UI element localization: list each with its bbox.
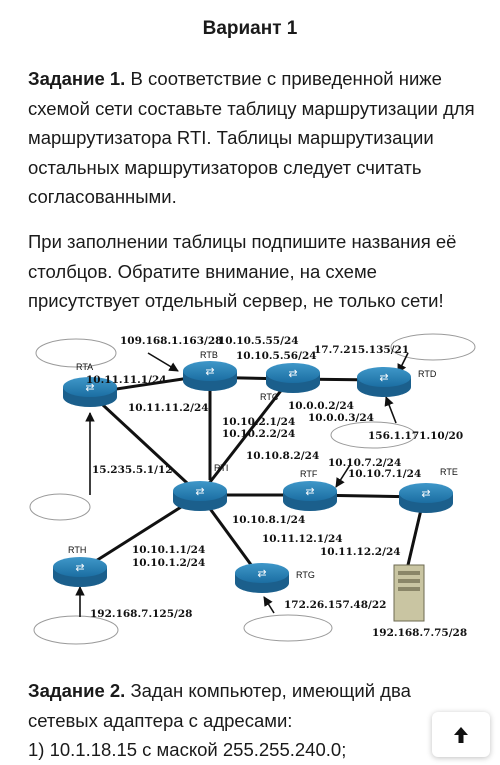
network-cloud bbox=[33, 615, 119, 645]
address-label: 10.10.2.1/24 bbox=[222, 416, 295, 428]
svg-text:⇄: ⇄ bbox=[75, 561, 84, 574]
rti-label: RTI bbox=[214, 463, 228, 473]
address-label: 10.0.0.2/24 bbox=[288, 400, 354, 412]
address-label: 10.0.0.3/24 bbox=[308, 412, 374, 424]
router-rtd: ⇄ bbox=[357, 367, 411, 397]
address-label: 10.10.7.1/24 bbox=[348, 468, 421, 480]
svg-text:⇄: ⇄ bbox=[257, 567, 266, 580]
link-rtf-rte-arrow bbox=[335, 464, 351, 488]
address-label: 17.7.215.135/21 bbox=[314, 344, 409, 356]
svg-text:⇄: ⇄ bbox=[288, 367, 297, 380]
rth-label: RTH bbox=[68, 545, 86, 555]
network-cloud bbox=[330, 421, 416, 449]
router-rta: ⇄ bbox=[63, 377, 117, 407]
address-label: 10.10.2.2/24 bbox=[222, 428, 295, 440]
server-icon bbox=[393, 564, 425, 622]
address-label: 192.168.7.125/28 bbox=[90, 608, 192, 620]
svg-text:⇄: ⇄ bbox=[305, 485, 314, 498]
task2-paragraph: Задание 2. Задан компьютер, имеющий два … bbox=[28, 676, 480, 765]
link-rtb-cloud bbox=[147, 352, 179, 372]
svg-text:⇄: ⇄ bbox=[85, 381, 94, 394]
address-label: 15.235.5.1/12 bbox=[92, 464, 173, 476]
address-label: 156.1.171.10/20 bbox=[368, 430, 463, 442]
rtg-label: RTG bbox=[296, 570, 315, 580]
address-label: 172.26.157.48/22 bbox=[284, 599, 386, 611]
task1-note: При заполнении таблицы подпишите названи… bbox=[28, 231, 457, 311]
rta-label: RTA bbox=[76, 362, 93, 372]
address-label: 10.11.11.2/24 bbox=[128, 402, 209, 414]
rtc-label: RTC bbox=[260, 392, 279, 402]
address-label: 10.10.8.1/24 bbox=[232, 514, 305, 526]
router-rte: ⇄ bbox=[399, 483, 453, 513]
rte-label: RTE bbox=[440, 467, 458, 477]
svg-text:⇄: ⇄ bbox=[205, 365, 214, 378]
address-label: 10.11.12.1/24 bbox=[262, 533, 343, 545]
link-rtg-cloud bbox=[263, 596, 275, 614]
router-rtc: ⇄ bbox=[266, 363, 320, 393]
scroll-to-top-button[interactable] bbox=[432, 712, 490, 757]
link-rtd-cloud2 bbox=[384, 396, 397, 424]
link-rtc-rti bbox=[198, 378, 292, 496]
svg-text:⇄: ⇄ bbox=[421, 487, 430, 500]
network-cloud bbox=[243, 614, 333, 642]
task1-paragraph: Задание 1. В соответствие с приведенной … bbox=[28, 64, 480, 212]
network-cloud bbox=[29, 493, 91, 521]
task2-item-1: 1) 10.1.18.15 с маской 255.255.240.0; bbox=[28, 739, 347, 760]
svg-text:⇄: ⇄ bbox=[379, 371, 388, 384]
rtb-label: RTB bbox=[200, 350, 218, 360]
address-label: 10.10.8.2/24 bbox=[246, 450, 319, 462]
address-label: 10.10.5.56/24 bbox=[236, 350, 317, 362]
network-cloud bbox=[35, 338, 117, 368]
router-rtg: ⇄ bbox=[235, 563, 289, 593]
address-label: 10.11.12.2/24 bbox=[320, 546, 401, 558]
address-label: 10.10.7.2/24 bbox=[328, 457, 401, 469]
task2-label: Задание 2. bbox=[28, 680, 126, 701]
address-label: 10.10.5.55/24 bbox=[218, 335, 299, 347]
link-rta-rti bbox=[88, 391, 202, 497]
router-rth: ⇄ bbox=[53, 557, 107, 587]
rtf-label: RTF bbox=[300, 469, 318, 479]
router-rtf: ⇄ bbox=[283, 481, 337, 511]
address-label: 10.10.1.2/24 bbox=[132, 557, 205, 569]
address-label: 109.168.1.163/28 bbox=[120, 335, 222, 347]
rtd-label: RTD bbox=[418, 369, 437, 379]
network-cloud bbox=[390, 333, 476, 361]
variant-title: Вариант 1 bbox=[202, 18, 298, 39]
task2-text: Задан компьютер, имеющий два сетевых ада… bbox=[28, 680, 411, 731]
address-label: 192.168.7.75/28 bbox=[372, 627, 467, 639]
address-label: 10.10.1.1/24 bbox=[132, 544, 205, 556]
task1-text: В соответствие с приведенной ниже схемой… bbox=[28, 68, 475, 207]
address-label: 10.11.11.1/24 bbox=[86, 374, 167, 386]
arrow-up-icon bbox=[454, 726, 468, 743]
router-rtb: ⇄ bbox=[183, 361, 237, 391]
network-diagram: ⇄ ⇄ ⇄ ⇄ ⇄ ⇄ ⇄ ⇄ bbox=[29, 333, 476, 645]
svg-text:⇄: ⇄ bbox=[195, 485, 204, 498]
task1-label: Задание 1. bbox=[28, 68, 126, 89]
router-rti: ⇄ bbox=[173, 481, 227, 511]
